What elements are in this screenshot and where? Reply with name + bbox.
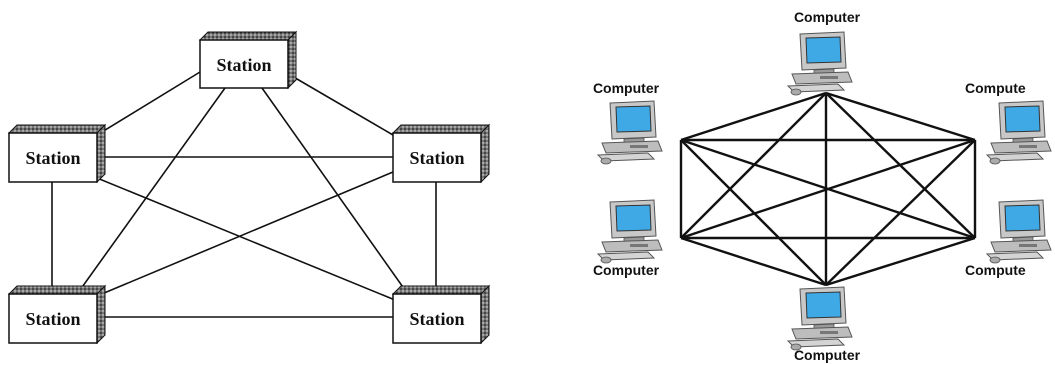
computer-mesh-links: [679, 91, 977, 287]
link-lower-left-bottom: [680, 236, 827, 287]
computer-label-bottom: Computer: [794, 347, 861, 363]
link-lower-right-bottom: [825, 236, 976, 287]
link-top-upper-left: [680, 91, 827, 142]
link-upper-right-bottom: [825, 139, 976, 286]
link-top-left: [96, 71, 201, 136]
link-top-bottom-left: [79, 87, 226, 291]
computer-label-upper-left: Computer: [593, 80, 660, 96]
station-label: Station: [409, 148, 464, 168]
computer-label-upper-right: Compute: [965, 80, 1026, 96]
station-node-top: Station: [198, 30, 298, 90]
link-left-bottom-right: [96, 177, 396, 301]
computer-icon: [985, 199, 1052, 264]
link-upper-right-lower-left: [680, 138, 976, 240]
station-mesh-diagram: Station Station Station Station Station: [7, 30, 491, 345]
computer-label-top: Computer: [794, 9, 861, 25]
station-mesh-links: [51, 71, 437, 318]
station-node-right: Station: [391, 123, 491, 184]
computer-nodes: [596, 31, 1052, 351]
station-label: Station: [25, 309, 80, 329]
computer-mesh-diagram: Computer Computer Compute Computer Compu…: [593, 9, 1052, 363]
link-right-bottom-left: [96, 171, 394, 297]
station-label: Station: [216, 55, 271, 75]
link-upper-left-bottom: [680, 139, 827, 286]
station-label: Station: [409, 309, 464, 329]
computer-icon: [786, 286, 853, 351]
station-node-left: Station: [7, 123, 107, 184]
station-node-bottom-left: Station: [7, 284, 107, 345]
link-top-right: [284, 71, 394, 136]
station-label: Station: [25, 148, 80, 168]
computer-icon: [596, 199, 663, 264]
link-top-bottom-right: [261, 87, 406, 291]
computer-icon: [786, 31, 853, 96]
computer-icon: [985, 100, 1052, 165]
station-node-bottom-right: Station: [391, 284, 491, 345]
link-top-upper-right: [825, 91, 976, 142]
computer-label-lower-left: Computer: [593, 262, 660, 278]
computer-icon: [596, 100, 663, 165]
link-top-lower-left: [680, 92, 827, 239]
computer-label-lower-right: Compute: [965, 262, 1026, 278]
